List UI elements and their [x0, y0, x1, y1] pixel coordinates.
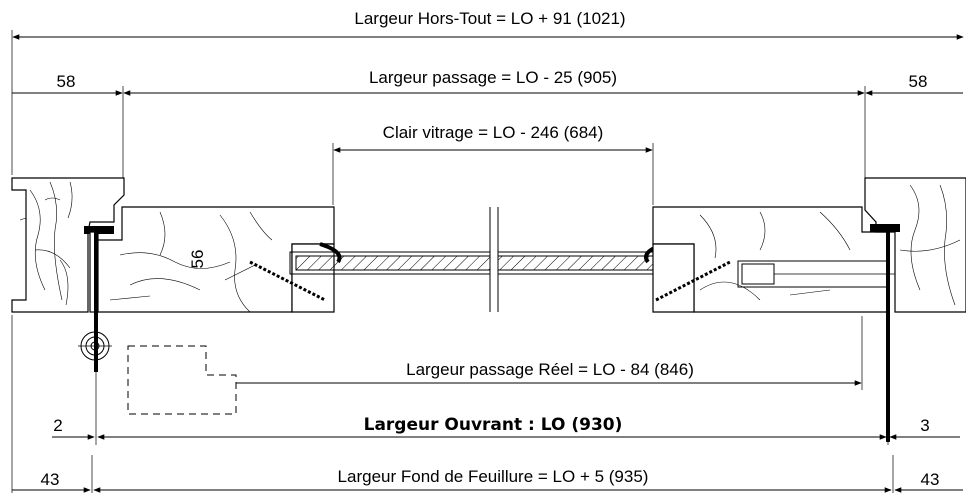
dim-passage: Largeur passage = LO - 25 (905)	[369, 68, 617, 87]
dim-hors-tout: Largeur Hors-Tout = LO + 91 (1021)	[354, 9, 625, 28]
dim-right-frame: 58	[909, 72, 928, 91]
glazing	[289, 205, 695, 312]
right-frame	[864, 177, 966, 442]
hardware-outline	[127, 345, 237, 415]
right-door-leaf	[652, 206, 900, 313]
dim-fond-feuillure: Largeur Fond de Feuillure = LO + 5 (935)	[338, 467, 649, 486]
dim-clair-vitrage: Clair vitrage = LO - 246 (684)	[383, 123, 604, 142]
dim-passage-reel: Largeur passage Réel = LO - 84 (846)	[406, 360, 694, 379]
dim-right-gap: 3	[920, 416, 929, 435]
left-door-leaf	[97, 206, 335, 313]
dim-left-rebate: 43	[41, 470, 60, 489]
dim-left-gap: 2	[53, 416, 62, 435]
dim-left-frame: 58	[57, 72, 76, 91]
dim-door-thickness: 56	[188, 250, 207, 269]
dim-ouvrant: Largeur Ouvrant : LO (930)	[364, 415, 623, 435]
left-frame	[11, 177, 125, 372]
dim-right-rebate: 43	[921, 470, 940, 489]
